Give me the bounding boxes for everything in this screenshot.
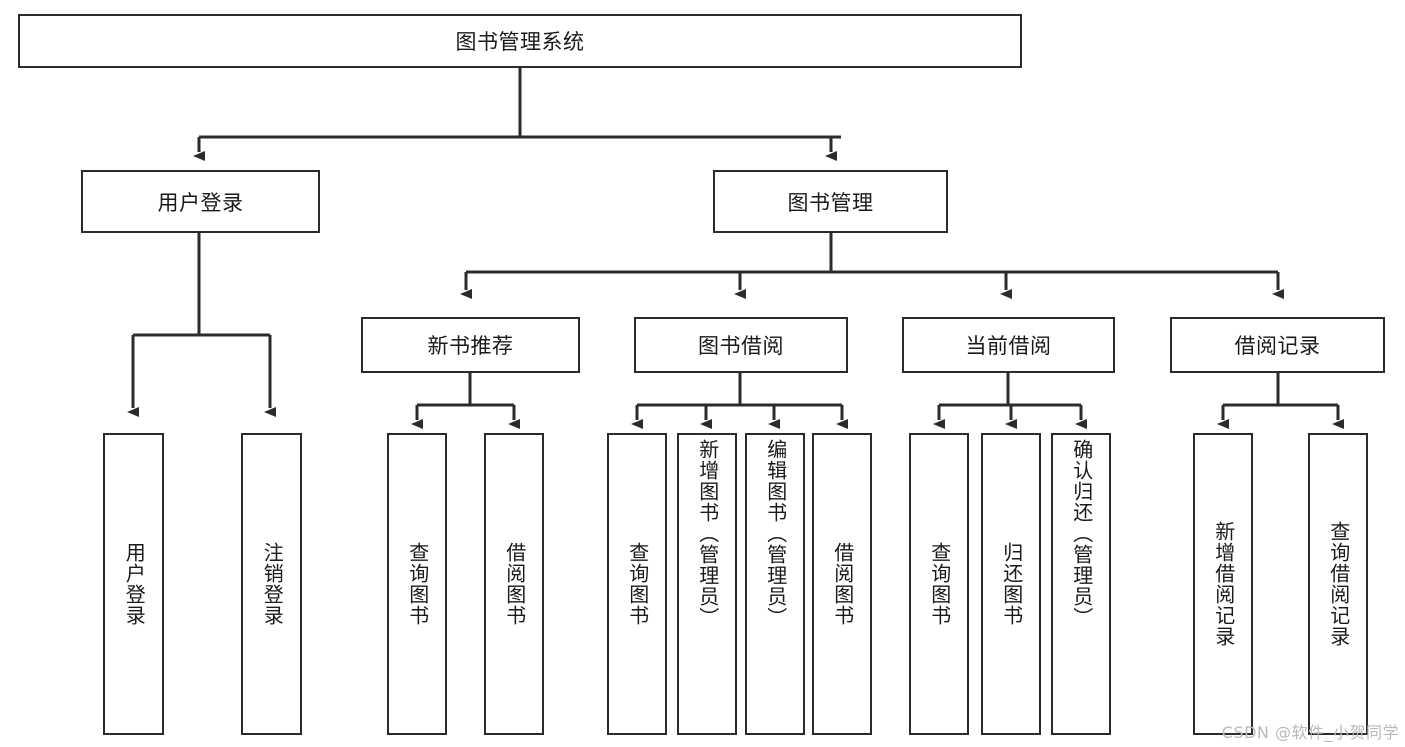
- node-root-label: 图书管理系统: [455, 30, 585, 54]
- leaf-borrow-book-2[interactable]: 借阅图书: [812, 433, 872, 735]
- node-new-book-recommend[interactable]: 新书推荐: [361, 317, 580, 373]
- node-current-borrow[interactable]: 当前借阅: [902, 317, 1115, 373]
- leaf-user-login[interactable]: 用户登录: [103, 433, 164, 735]
- node-user-login-label: 用户登录: [157, 190, 244, 215]
- leaf-query-book-1-label: 查询图书: [405, 542, 430, 626]
- node-book-management-label: 图书管理: [787, 190, 874, 215]
- node-new-book-recommend-label: 新书推荐: [427, 334, 514, 358]
- leaf-return-book[interactable]: 归还图书: [981, 433, 1041, 735]
- leaf-add-book[interactable]: 新增图书（管理员）: [677, 433, 737, 735]
- leaf-logout-login-label: 注销登录: [260, 542, 285, 626]
- leaf-edit-book-label: 编辑图书（管理员）: [763, 439, 788, 628]
- leaf-query-book-1[interactable]: 查询图书: [387, 433, 447, 735]
- leaf-query-book-2-label: 查询图书: [625, 542, 650, 626]
- leaf-return-book-label: 归还图书: [999, 542, 1024, 626]
- leaf-borrow-book-1[interactable]: 借阅图书: [484, 433, 544, 735]
- leaf-query-book-3-label: 查询图书: [927, 542, 952, 626]
- leaf-query-book-2[interactable]: 查询图书: [607, 433, 667, 735]
- node-current-borrow-label: 当前借阅: [965, 334, 1052, 358]
- leaf-logout-login[interactable]: 注销登录: [241, 433, 302, 735]
- leaf-query-book-3[interactable]: 查询图书: [909, 433, 969, 735]
- node-book-borrow[interactable]: 图书借阅: [634, 317, 848, 373]
- node-user-login[interactable]: 用户登录: [81, 170, 320, 233]
- leaf-add-record-label: 新增借阅记录: [1211, 521, 1236, 647]
- leaf-edit-book[interactable]: 编辑图书（管理员）: [745, 433, 805, 735]
- node-borrow-record-label: 借阅记录: [1234, 334, 1321, 358]
- node-book-borrow-label: 图书借阅: [698, 334, 784, 358]
- leaf-query-record[interactable]: 查询借阅记录: [1308, 433, 1368, 735]
- csdn-watermark: CSDN @软件_小贺同学: [1221, 723, 1399, 742]
- leaf-query-record-label: 查询借阅记录: [1326, 521, 1351, 647]
- node-borrow-record[interactable]: 借阅记录: [1170, 317, 1385, 373]
- leaf-confirm-return[interactable]: 确认归还（管理员）: [1051, 433, 1111, 735]
- leaf-confirm-return-label: 确认归还（管理员）: [1069, 439, 1094, 628]
- leaf-add-book-label: 新增图书（管理员）: [695, 439, 720, 628]
- leaf-add-record[interactable]: 新增借阅记录: [1193, 433, 1253, 735]
- node-root[interactable]: 图书管理系统: [18, 14, 1022, 68]
- node-book-management[interactable]: 图书管理: [713, 170, 948, 233]
- leaf-borrow-book-1-label: 借阅图书: [502, 542, 527, 626]
- leaf-borrow-book-2-label: 借阅图书: [830, 542, 855, 626]
- leaf-user-login-label: 用户登录: [122, 542, 147, 626]
